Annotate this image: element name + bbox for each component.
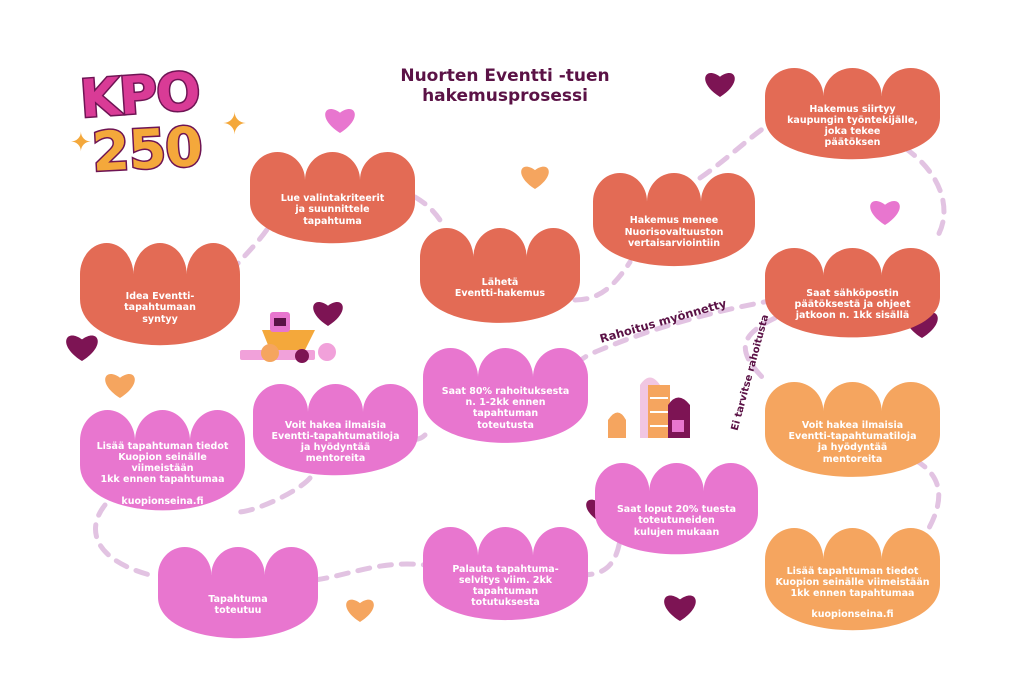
logo-text-line2: 250	[89, 114, 205, 186]
step-text: Voit hakea ilmaisia Eventti-tapahtumatil…	[271, 419, 400, 465]
step-spaces-orange: Voit hakea ilmaisia Eventti-tapahtumatil…	[765, 405, 940, 480]
sparkle-icon: ✦	[70, 128, 92, 158]
step-shape-peer	[593, 173, 755, 267]
step-send: Lähetä Eventti-hakemus	[420, 251, 580, 326]
heart-icon	[105, 374, 135, 398]
step-shape-transfer	[765, 67, 940, 160]
step-shape-wall-pink	[80, 410, 245, 511]
path-spaces-pink-to-wall-pink	[237, 475, 313, 515]
heart-icon	[870, 201, 900, 225]
step-text: Voit hakea ilmaisia Eventti-tapahtumatil…	[788, 419, 917, 465]
step-link[interactable]: kuopionseina.fi	[121, 495, 204, 507]
step-text: Saat loput 20% tuesta toteutuneiden kulu…	[616, 504, 737, 538]
step-text: Saat 80% rahoituksesta n. 1-2kk ennen ta…	[441, 385, 570, 431]
heart-icon	[66, 335, 98, 361]
step-shape-email	[765, 247, 940, 338]
step-text: Lisää tapahtuman tiedot Kuopion seinälle…	[96, 440, 229, 486]
step-link[interactable]: kuopionseina.fi	[811, 609, 894, 621]
step-funding80: Saat 80% rahoituksesta n. 1-2kk ennen ta…	[423, 371, 588, 446]
step-text: Saat sähköpostin päätöksestä ja ohjeet j…	[794, 288, 911, 322]
step-text: Lähetä Eventti-hakemus	[454, 277, 546, 300]
step-event: Tapahtuma toteutuu	[158, 569, 318, 641]
step-text: Lue valintakriteerit ja suunnittele tapa…	[280, 193, 385, 227]
step-email: Saat sähköpostin päätöksestä ja ohjeet j…	[765, 270, 940, 341]
step-text: Palauta tapahtuma- selvitys viim. 2kk ta…	[452, 563, 559, 609]
step-shape-event	[158, 547, 318, 639]
step-text: Hakemus menee Nuorisovaltuuston vertaisa…	[624, 215, 724, 249]
buildings-illustration	[608, 377, 690, 438]
heart-icon	[346, 599, 374, 622]
step-text: Tapahtuma toteutuu	[208, 593, 268, 616]
step-funding20: Saat loput 20% tuesta toteutuneiden kulu…	[595, 485, 758, 557]
path-spaces-orange-to-wall-orange	[912, 457, 942, 538]
path-email-to-spaces-orange	[742, 315, 778, 383]
heart-icon	[325, 109, 355, 133]
step-wall-orange: Lisää tapahtuman tiedot Kuopion seinälle…	[765, 553, 940, 634]
step-peer: Hakemus menee Nuorisovaltuuston vertaisa…	[593, 195, 755, 268]
step-shape-idea	[80, 242, 240, 346]
path-event-to-report	[312, 561, 428, 583]
step-shape-spaces-pink	[253, 384, 418, 476]
step-text: Hakemus siirtyy kaupungin työntekijälle,…	[787, 103, 918, 149]
sparkle-icon: ✦	[222, 107, 248, 142]
diagram-title: Nuorten Eventti -tuen hakemusprosessi	[400, 66, 610, 107]
step-shape-funding80	[423, 347, 588, 443]
step-shape-funding20	[595, 462, 758, 555]
step-shape-report	[423, 527, 588, 621]
heart-icon	[705, 73, 735, 97]
step-spaces-pink: Voit hakea ilmaisia Eventti-tapahtumatil…	[253, 406, 418, 478]
step-shape-spaces-orange	[765, 381, 940, 477]
step-shape-read	[250, 152, 415, 244]
heart-icon	[313, 302, 343, 326]
heart-icon	[664, 595, 696, 621]
step-idea: Idea Eventti- tapahtumaan syntyy	[80, 268, 240, 349]
step-wall-pink: Lisää tapahtuman tiedot Kuopion seinälle…	[80, 434, 245, 513]
path-wall-pink-to-event	[93, 502, 153, 578]
step-text: Idea Eventti- tapahtumaan syntyy	[124, 291, 196, 325]
step-read: Lue valintakriteerit ja suunnittele tapa…	[250, 174, 415, 246]
step-text: Lisää tapahtuman tiedot Kuopion seinälle…	[775, 565, 930, 599]
step-shape-wall-orange	[765, 528, 940, 631]
step-shape-send	[420, 228, 580, 323]
step-transfer: Hakemus siirtyy kaupungin työntekijälle,…	[765, 90, 940, 162]
path-send-to-peer	[572, 259, 633, 303]
boat-illustration	[240, 312, 336, 363]
heart-icon	[521, 166, 549, 189]
step-report: Palauta tapahtuma- selvitys viim. 2kk ta…	[423, 549, 588, 622]
path-transfer-to-email	[902, 145, 947, 243]
